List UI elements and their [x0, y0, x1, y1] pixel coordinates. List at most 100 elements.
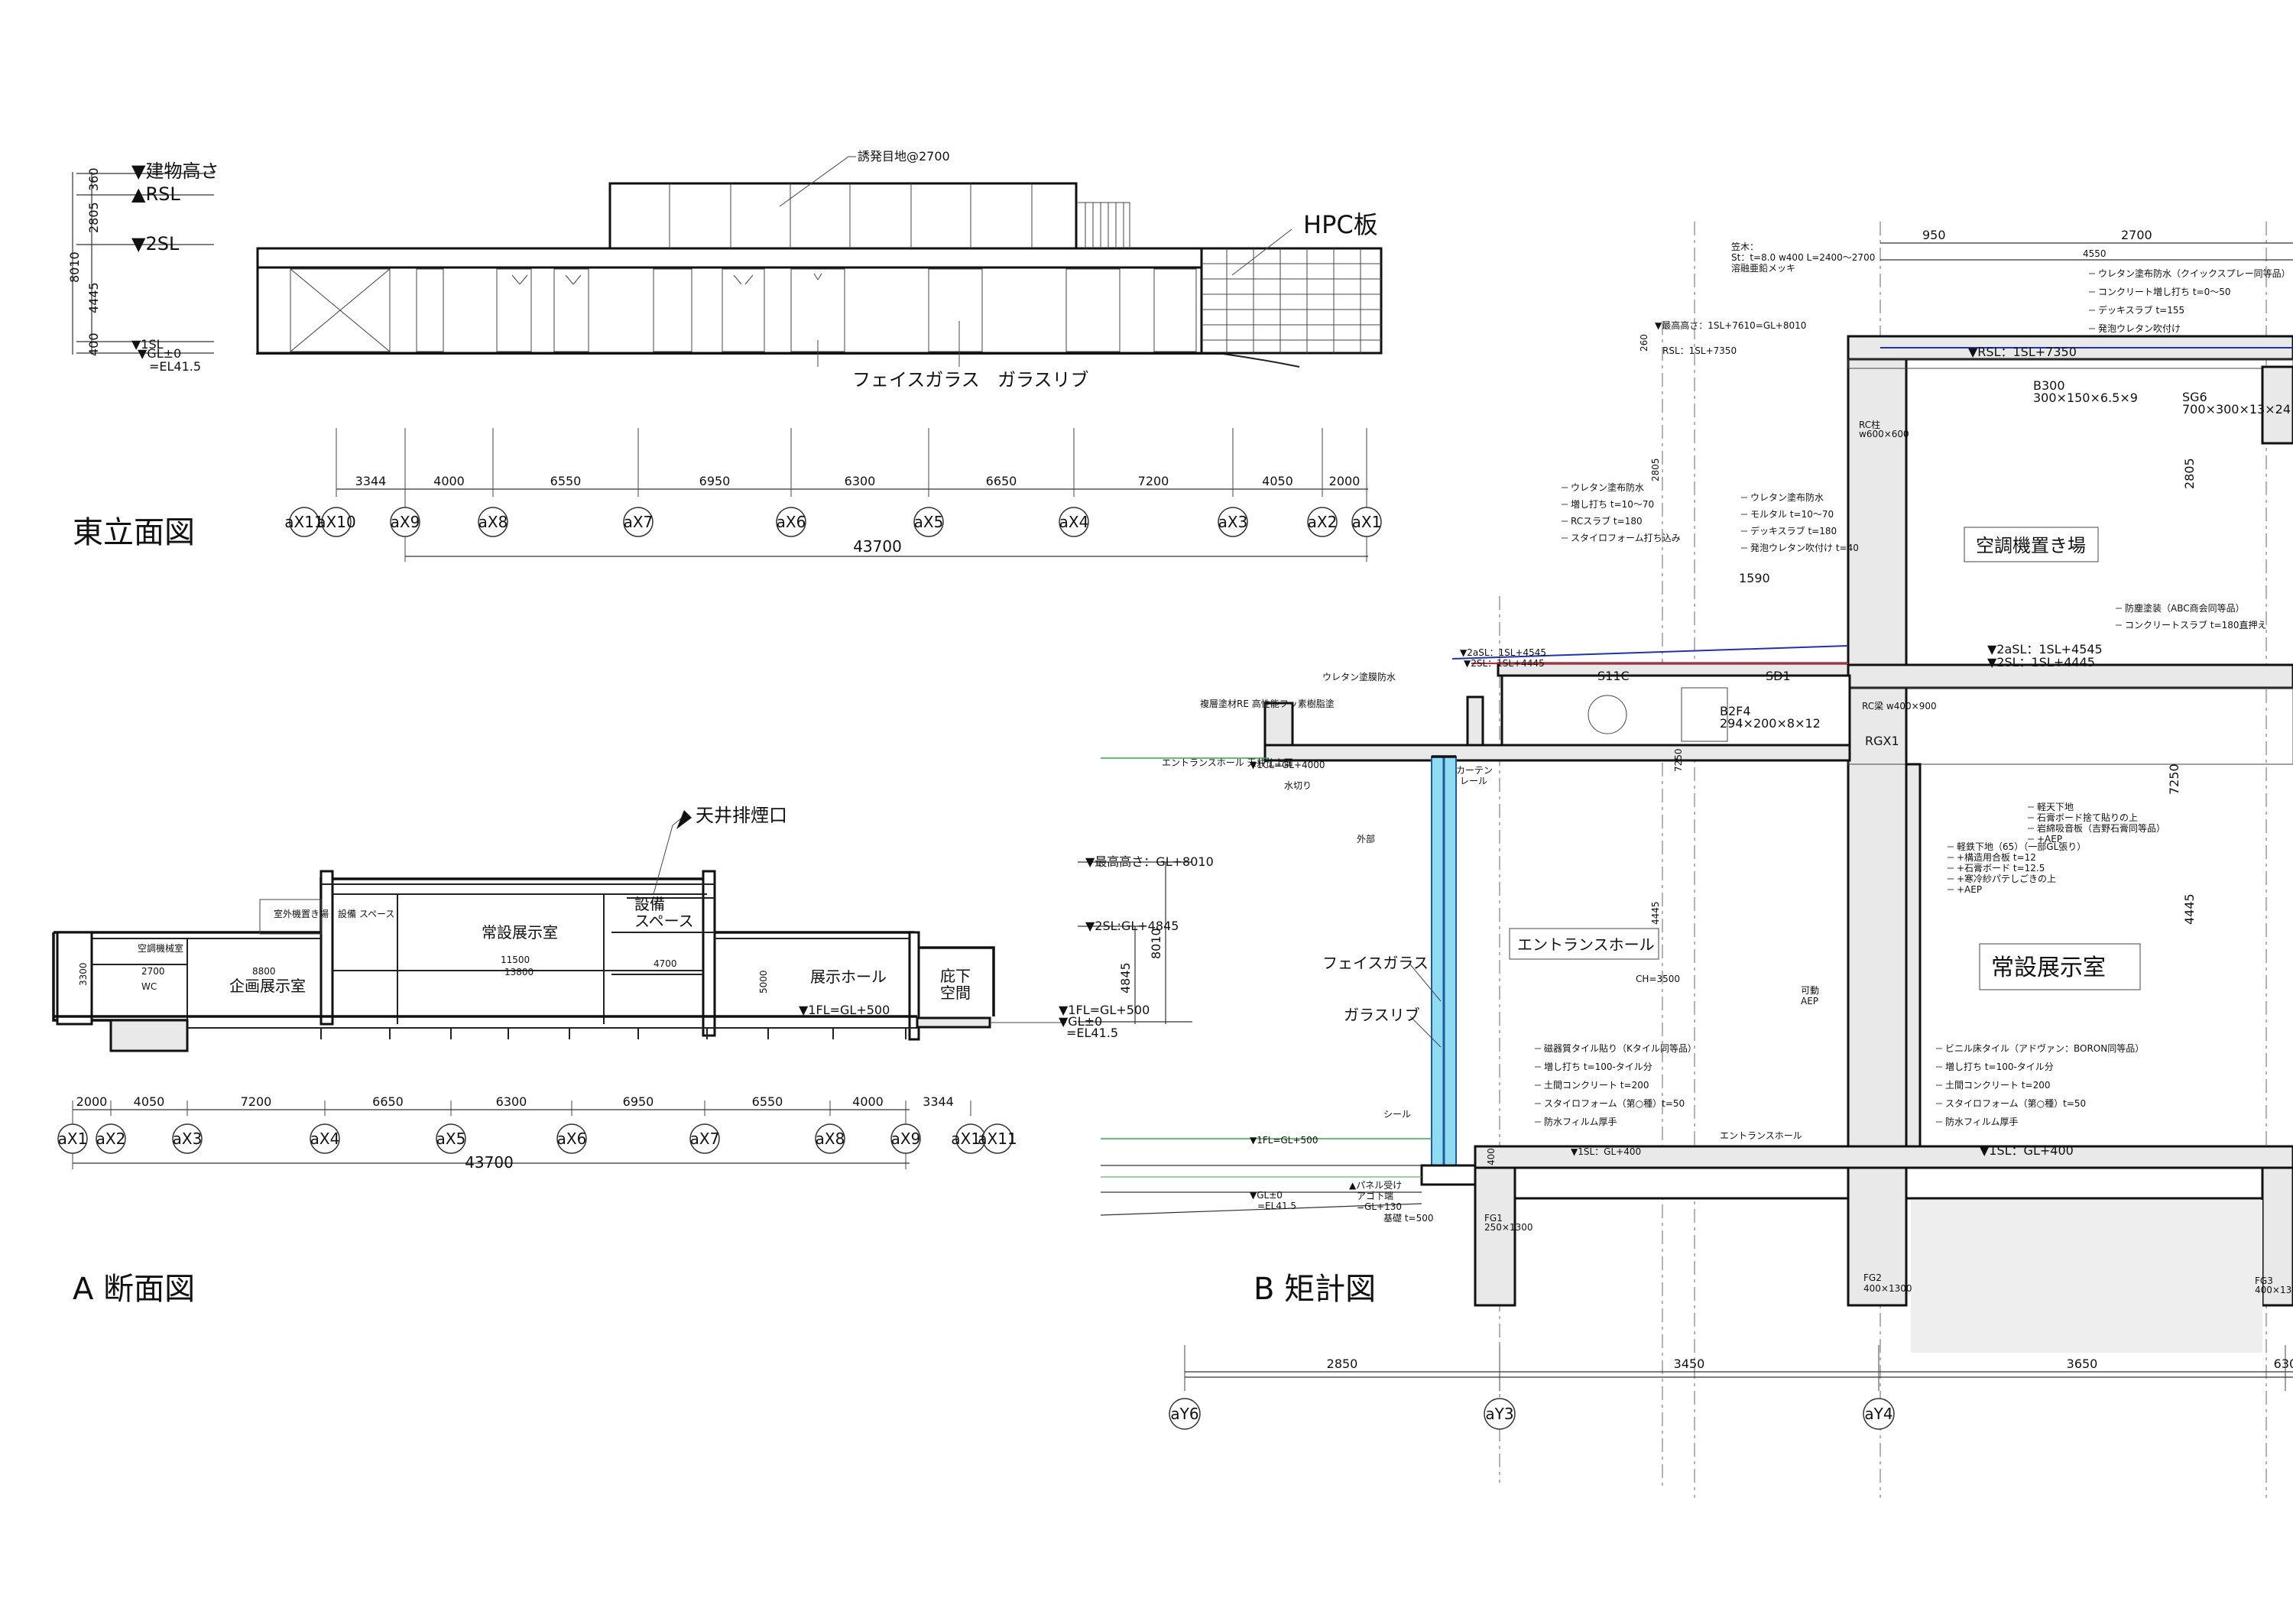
axis-bubble-ax1: [1351, 507, 1382, 537]
axis-bubble-ax11: [982, 1123, 1013, 1154]
axis-bubble-ay3: [1484, 1398, 1516, 1430]
span-dim-6650: 6650: [372, 1094, 404, 1109]
top-note-2: 溶融亜鉛メッキ: [1731, 262, 1795, 274]
vdim-b-2805a: 2805: [1650, 458, 1661, 481]
axis-bubble-ax2: [1307, 507, 1338, 537]
dim-360: 360: [86, 167, 101, 191]
level-1fl-b: ▼1FL=GL+500: [1059, 1003, 1150, 1017]
spec-wall-line-0: 軽鉄下地（65）（一部GL張り）: [1957, 841, 2086, 852]
canopy-bottom: [1263, 744, 1851, 762]
misc-note-16: w600×600: [1859, 429, 1909, 439]
misc-note-15: RC柱: [1859, 419, 1880, 430]
spec-ceiling-line-2: 岩綿吸音板（吉野石膏同等品）: [2037, 822, 2165, 834]
level-b-rsl-a: RSL：1SL+7350: [1662, 345, 1737, 356]
east-elevation: ▼建物高さ ▲RSL ▼2SL ▼1SL ▼GL±0 =EL41.5 360 2…: [67, 149, 1383, 562]
misc-note-5: レール: [1460, 776, 1487, 786]
member-b300-size: 300×150×6.5×9: [2033, 391, 2138, 405]
spec-canopy-line-1: 増し打ち t=10～70: [1571, 499, 1654, 510]
level-b-gl: ▼GL±0: [1250, 1190, 1283, 1201]
misc-note-21: RC梁 w400×900: [1862, 700, 1937, 712]
soil-hatch: [1911, 1200, 2262, 1353]
room-under-eaves: 庇下空間: [940, 967, 971, 1002]
level-b-2asl-b: ▼2aSL：1SL+4545: [1987, 642, 2103, 656]
level-max-height: ▼最高高さ：GL+8010: [1085, 854, 1214, 869]
section-a-footings: [320, 1028, 906, 1039]
room-ac-storage: 空調機置き場: [1976, 535, 2086, 556]
axis-bubble-ax4: [310, 1123, 340, 1154]
vdim-4845: 4845: [1118, 962, 1133, 994]
axis-bubble-ax5: [913, 507, 944, 537]
inner-dim-13800: 13800: [504, 967, 534, 977]
footing-fg2: [1847, 1166, 1908, 1307]
axis-label-ax7: aX7: [690, 1130, 720, 1148]
span-dim-3450: 3450: [1674, 1357, 1705, 1371]
room-planned-exhibition: 企画展示室: [229, 977, 306, 995]
span-dim-7200: 7200: [1138, 474, 1169, 488]
axis-bubble-ax8: [815, 1123, 845, 1154]
axis-label-ax9: aX9: [891, 1130, 921, 1148]
section-b-axis-dims: [1185, 1371, 2293, 1378]
spec-mid-line-1: モルタル t=10～70: [1750, 509, 1834, 520]
axis-label-ax5: aX5: [914, 513, 944, 531]
facade-body: [256, 266, 1203, 355]
spec-canopy-line-3: スタイロフォーム打ち込み: [1571, 533, 1681, 543]
callout-face-glass: フェイスガラス: [852, 369, 980, 391]
section-a-level-lines: [1078, 861, 1192, 1024]
level-b-chin: アゴ下端: [1357, 1190, 1393, 1201]
axis-bubble-ax3: [172, 1123, 203, 1154]
spec-roof-line-0: ウレタン塗布防水（クイックスプレー同等品）: [2098, 267, 2291, 279]
member-b2f4: B2F4: [1720, 704, 1751, 718]
room-wc: WC: [141, 981, 157, 992]
axis-bubble-ax7: [689, 1123, 720, 1154]
level-2sl: ▼2SL: [131, 233, 180, 254]
level-b-max: ▼最高高さ：1SL+7610=GL+8010: [1655, 319, 1806, 331]
inner-dim-11500: 11500: [501, 955, 530, 965]
axis-bubble-ax3: [1218, 507, 1248, 537]
axis-label-ax11: aX11: [284, 513, 323, 531]
dim-2805: 2805: [86, 202, 101, 233]
level-el-a: =EL41.5: [1066, 1026, 1118, 1040]
misc-note-13: FG3: [2255, 1276, 2273, 1286]
misc-note-1: 複層塗材RE 高性能フッ素樹脂塗: [1200, 698, 1335, 709]
upper-joints: [669, 183, 1124, 248]
canopy-slab: [1497, 662, 1850, 677]
level-1fl-a: ▼1FL=GL+500: [799, 1003, 890, 1017]
axis-bubble-ax4: [1059, 507, 1089, 537]
upper-volume: [608, 182, 1078, 250]
member-sg6-size: 700×300×13×24: [2182, 402, 2291, 417]
spec-wall-line-1: +構造用合板 t=12: [1957, 851, 2036, 863]
spec-mid-line-2: デッキスラブ t=180: [1750, 525, 1837, 536]
section-a-total-dim: 43700: [465, 1153, 514, 1172]
level-b-rsl-b: ▼RSL：1SL+7350: [1968, 345, 2077, 359]
span-dim-6300: 6300: [496, 1094, 527, 1109]
spec-entrance-floor-line-1: 増し打ち t=100-タイル分: [1544, 1062, 1652, 1072]
callout-hpc: HPC板: [1303, 210, 1378, 239]
floor-1-slab: [1474, 1145, 2293, 1169]
title-section-b: B 矩計図: [1254, 1272, 1376, 1307]
spec-roof-line-3: 発泡ウレタン吹付け: [2098, 323, 2181, 334]
section-a: 天井排煙口 企画展示室 常設展示室 設備スペース 展示ホール 庇下空間 空調機械…: [52, 805, 1214, 1307]
level-b-gl130: =GL+130: [1357, 1201, 1402, 1212]
spec-entrance-floor: 磁器質タイル貼り（Kタイル同等品）増し打ち t=100-タイル分土間コンクリート…: [1535, 1042, 1697, 1127]
vdim-b-7250a: 7250: [1673, 748, 1684, 772]
level-building-height: ▼建物高さ: [131, 160, 219, 182]
spec-hall-floor-line-1: 増し打ち t=100-タイル分: [1945, 1062, 2054, 1072]
callout-glass-rib: ガラスリブ: [997, 369, 1089, 391]
level-b-1fl: ▼1FL=GL+500: [1250, 1135, 1318, 1146]
spec-ceiling-line-1: 石膏ボード捨て貼りの上: [2037, 812, 2138, 823]
misc-note-7: シール: [1383, 1109, 1411, 1120]
spec-canopy-line-2: RCスラブ t=180: [1571, 515, 1643, 527]
roof-fascia: [256, 247, 1203, 269]
title-section-a: A 断面図: [73, 1272, 195, 1307]
elevation-level-dims: [72, 172, 214, 355]
span-dim-4000: 4000: [852, 1094, 884, 1109]
interior-wall: [1905, 763, 1922, 1148]
spec-entrance-floor-line-2: 土間コンクリート t=200: [1544, 1080, 1649, 1091]
misc-note-9: FG1: [1484, 1213, 1503, 1224]
inner-dim-3300: 3300: [78, 962, 89, 986]
section-b-span-labels: 2850345036506300: [1327, 1357, 2293, 1371]
spec-wall-line-3: +寒冷紗パテしごきの上: [1957, 873, 2056, 884]
